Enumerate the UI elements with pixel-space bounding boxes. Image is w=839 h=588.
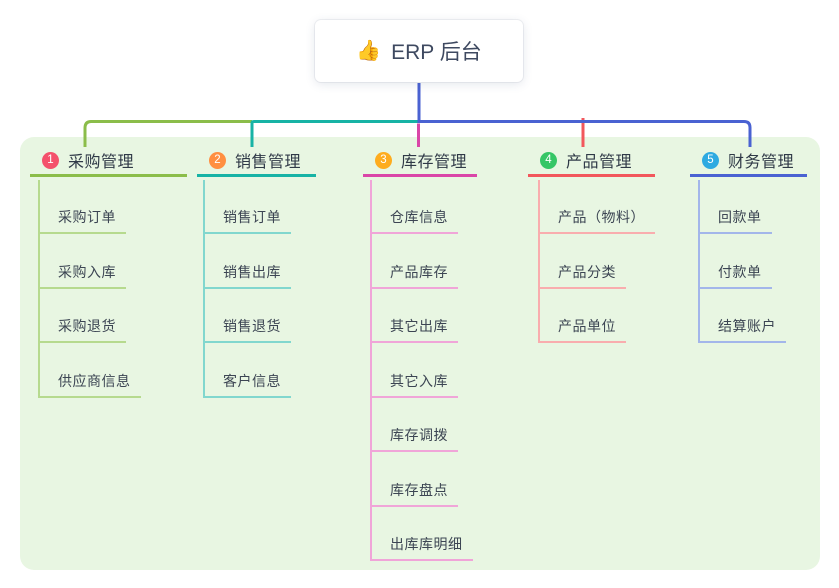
branch-node-sales[interactable]: 2 销售管理 bbox=[197, 146, 316, 177]
child-node-purchase-2[interactable]: 采购入库 bbox=[38, 252, 126, 289]
child-node-sales-1[interactable]: 销售订单 bbox=[203, 197, 291, 234]
child-node-finance-2[interactable]: 付款单 bbox=[698, 252, 772, 289]
child-node-product-2[interactable]: 产品分类 bbox=[538, 252, 626, 289]
child-node-product-1[interactable]: 产品（物料） bbox=[538, 197, 655, 234]
branch-node-product[interactable]: 4 产品管理 bbox=[528, 146, 655, 177]
branches-background-panel bbox=[20, 137, 820, 570]
thumbs-up-icon: 👍 bbox=[356, 40, 382, 62]
child-node-finance-1[interactable]: 回款单 bbox=[698, 197, 772, 234]
child-node-purchase-3[interactable]: 采购退货 bbox=[38, 306, 126, 343]
root-title: ERP 后台 bbox=[391, 41, 482, 64]
branch-node-inventory[interactable]: 3 库存管理 bbox=[363, 146, 477, 177]
child-node-product-3[interactable]: 产品单位 bbox=[538, 306, 626, 343]
child-node-sales-2[interactable]: 销售出库 bbox=[203, 252, 291, 289]
child-node-inventory-3[interactable]: 其它出库 bbox=[370, 306, 458, 343]
branch-label-sales: 销售管理 bbox=[235, 154, 302, 171]
branch-label-product: 产品管理 bbox=[566, 154, 633, 171]
child-node-inventory-6[interactable]: 库存盘点 bbox=[370, 470, 458, 507]
number-badge-2: 2 bbox=[209, 151, 226, 169]
child-node-inventory-2[interactable]: 产品库存 bbox=[370, 252, 458, 289]
branch-label-finance: 财务管理 bbox=[728, 154, 795, 171]
number-badge-5: 5 bbox=[702, 151, 719, 169]
child-node-purchase-1[interactable]: 采购订单 bbox=[38, 197, 126, 234]
branch-label-inventory: 库存管理 bbox=[401, 154, 468, 171]
child-node-inventory-7[interactable]: 出库库明细 bbox=[370, 524, 473, 561]
child-node-sales-3[interactable]: 销售退货 bbox=[203, 306, 291, 343]
branch-node-purchase[interactable]: 1 采购管理 bbox=[30, 146, 187, 177]
child-node-finance-3[interactable]: 结算账户 bbox=[698, 306, 786, 343]
child-node-sales-4[interactable]: 客户信息 bbox=[203, 361, 291, 398]
root-node[interactable]: 👍 ERP 后台 bbox=[315, 20, 523, 82]
number-badge-4: 4 bbox=[540, 151, 557, 169]
child-node-purchase-4[interactable]: 供应商信息 bbox=[38, 361, 141, 398]
number-badge-3: 3 bbox=[375, 151, 392, 169]
child-node-inventory-4[interactable]: 其它入库 bbox=[370, 361, 458, 398]
branch-node-finance[interactable]: 5 财务管理 bbox=[690, 146, 807, 177]
child-node-inventory-5[interactable]: 库存调拨 bbox=[370, 415, 458, 452]
child-node-inventory-1[interactable]: 仓库信息 bbox=[370, 197, 458, 234]
number-badge-1: 1 bbox=[42, 151, 59, 169]
branch-label-purchase: 采购管理 bbox=[68, 154, 135, 171]
